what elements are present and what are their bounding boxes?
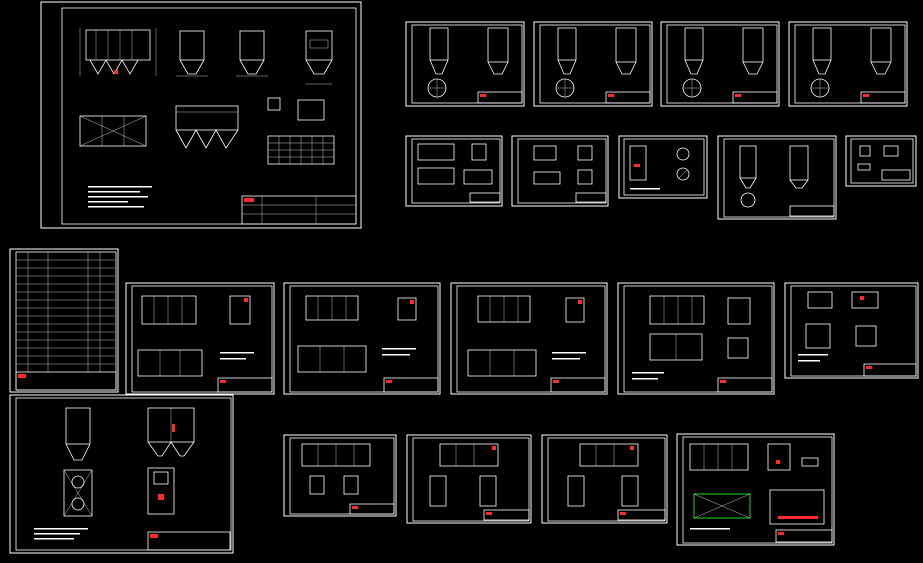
- sheet-small-1[interactable]: [405, 135, 503, 207]
- sheet-hopper-views[interactable]: [9, 394, 234, 554]
- title-block: [241, 195, 357, 225]
- sheet-frame-4[interactable]: [676, 433, 835, 546]
- filter-front-view: [79, 28, 157, 76]
- detail-bracket: [297, 99, 325, 121]
- sheet-small-2[interactable]: [511, 135, 609, 207]
- filter-plan-view: [79, 115, 147, 147]
- sheet-small-3[interactable]: [618, 135, 708, 199]
- detail-small: [267, 97, 281, 111]
- notes-block: [88, 186, 152, 208]
- filter-section-view: [175, 105, 239, 149]
- sheet-small-4[interactable]: [717, 135, 837, 220]
- sheet-filter-4[interactable]: [617, 282, 775, 395]
- filter-side-view-2: [236, 30, 268, 77]
- grid-panel: [267, 135, 335, 165]
- sheet-general-assembly[interactable]: [40, 1, 362, 229]
- sheet-filter-1[interactable]: [125, 282, 275, 395]
- sheet-silo-1[interactable]: [405, 21, 525, 107]
- sheet-frame-2[interactable]: [406, 434, 532, 524]
- sheet-small-5[interactable]: [845, 135, 917, 187]
- sheet-frame-3[interactable]: [541, 434, 668, 524]
- sheet-filter-5[interactable]: [784, 282, 919, 379]
- sheet-silo-2[interactable]: [533, 21, 653, 107]
- sheet-specification[interactable]: [9, 248, 119, 393]
- sheet-filter-2[interactable]: [283, 282, 441, 395]
- sheet-silo-4[interactable]: [788, 21, 908, 107]
- filter-side-view-3: [305, 30, 333, 85]
- sheet-filter-3[interactable]: [450, 282, 608, 395]
- sheet-silo-3[interactable]: [660, 21, 780, 107]
- filter-side-view-1: [176, 30, 208, 77]
- sheet-frame-1[interactable]: [283, 434, 397, 517]
